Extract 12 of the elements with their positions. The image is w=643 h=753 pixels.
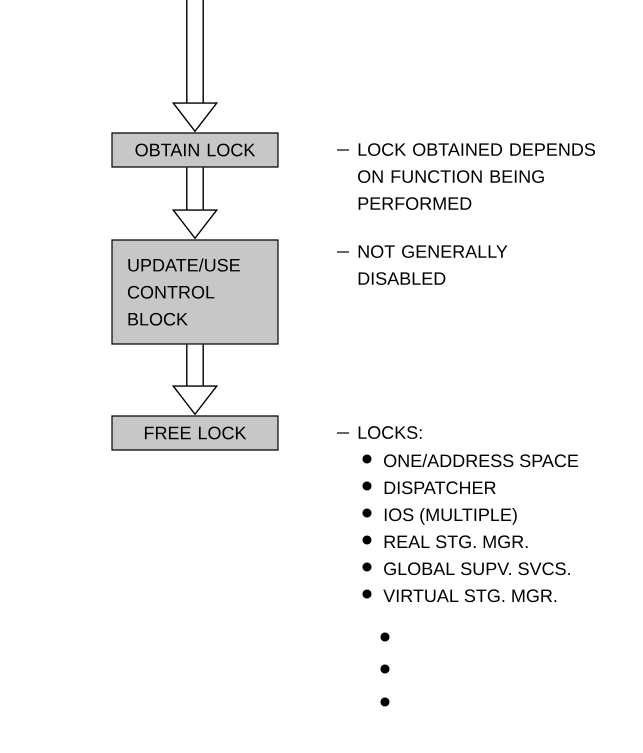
process-box: UPDATE/USE CONTROL BLOCK (111, 239, 279, 345)
list-item: GLOBAL SUPV. SVCS. (384, 562, 570, 576)
side-note: LOCKS: (358, 426, 422, 439)
list-item: DISPATCHER (384, 481, 496, 494)
list-item: ONE/ADDRESS SPACE (384, 454, 578, 468)
side-note: NOT GENERALLY DISABLED (358, 245, 508, 285)
side-note: LOCK OBTAINED DEPENDS ON FUNCTION BEING PERFORMED (358, 143, 596, 210)
list-item: REAL STG. MGR. (384, 535, 528, 548)
list-item: VIRTUAL STG. MGR. (383, 589, 556, 602)
process-box: OBTAIN LOCK (111, 132, 279, 168)
list-item: IOS (MULTIPLE) (384, 508, 517, 525)
process-box: FREE LOCK (111, 415, 279, 451)
